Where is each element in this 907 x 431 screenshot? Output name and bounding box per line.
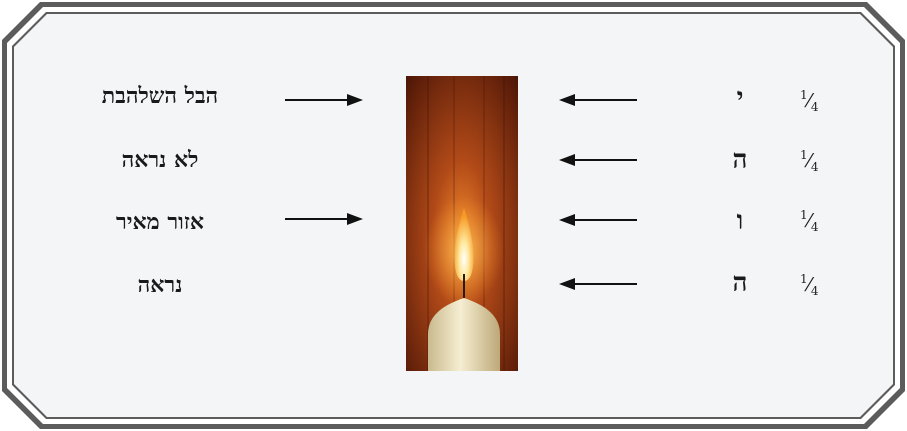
fraction-2: 1⁄4 — [800, 148, 840, 174]
row-label-4: נראה — [40, 272, 280, 298]
arrow-left-icon — [557, 276, 637, 292]
candle-image — [406, 76, 518, 371]
arrow-left-icon — [557, 212, 637, 228]
row-label-1: הבל השלהבת — [40, 83, 280, 109]
fraction-3: 1⁄4 — [800, 208, 840, 234]
arrow-left-icon — [557, 92, 637, 108]
row-label-2: לא נראה — [40, 147, 280, 173]
letter-he-1: ה — [720, 145, 760, 175]
arrow-left-icon — [557, 152, 637, 168]
arrow-right-icon — [285, 92, 365, 108]
letter-yod: י — [720, 83, 760, 113]
row-label-3: אזור מאיר — [40, 209, 280, 235]
fraction-1: 1⁄4 — [800, 88, 840, 114]
arrow-right-icon — [285, 211, 365, 227]
letter-vav: ו — [720, 206, 760, 236]
letter-he-2: ה — [720, 268, 760, 298]
fraction-4: 1⁄4 — [800, 272, 840, 298]
